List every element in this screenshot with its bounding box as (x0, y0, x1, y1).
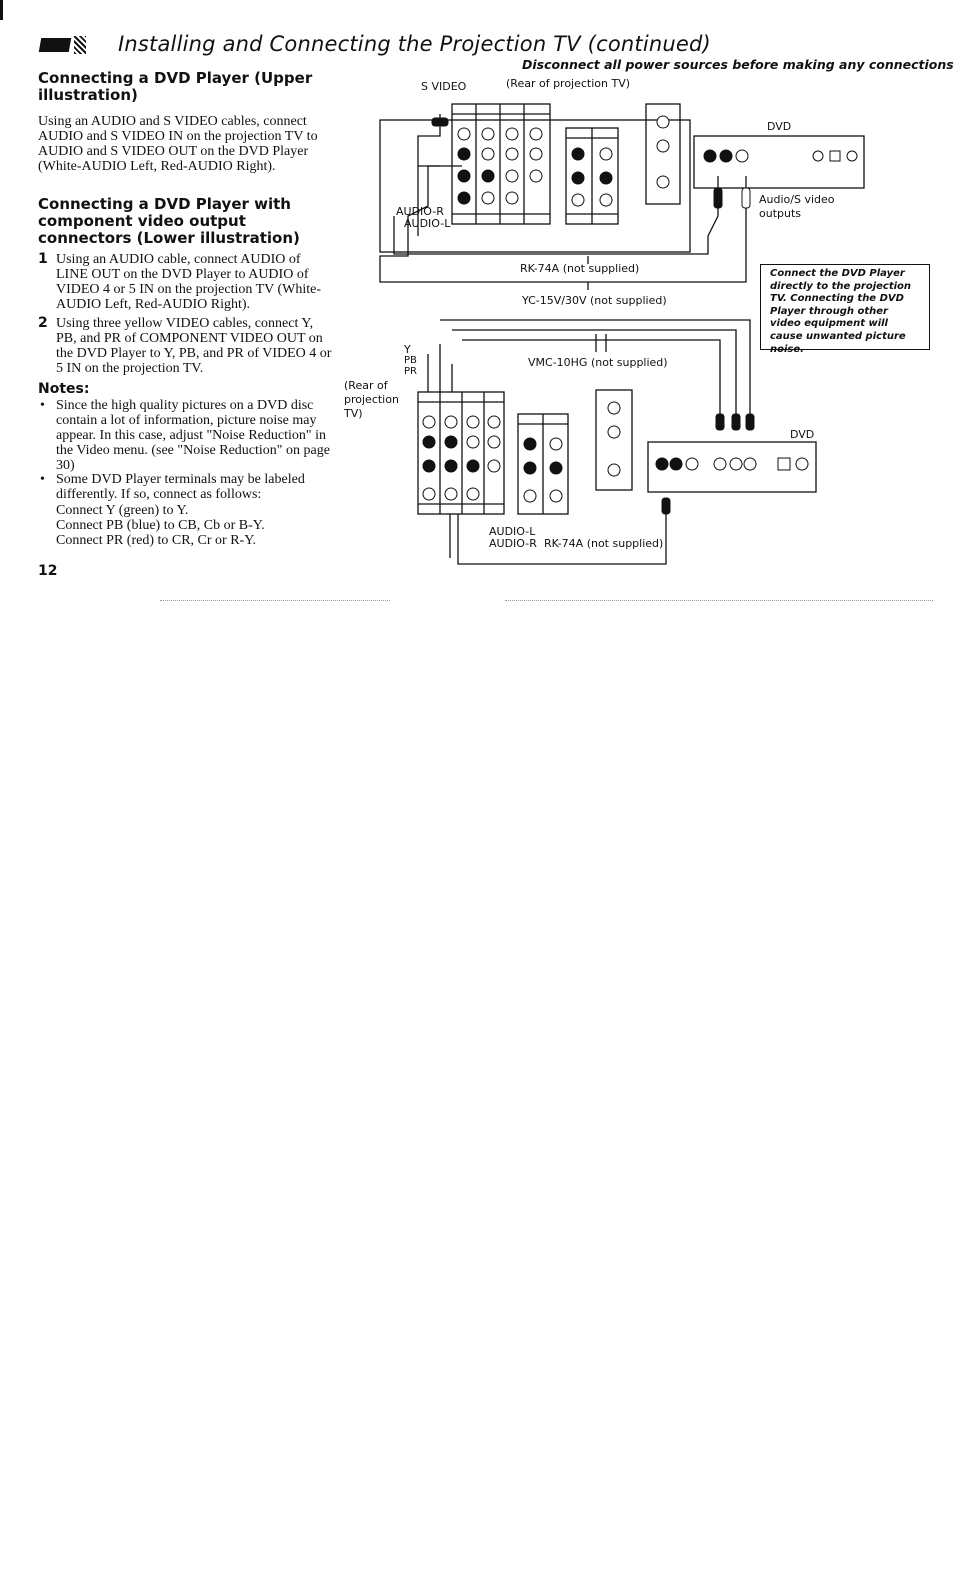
page-edge-mark (0, 0, 3, 20)
upper-section-heading: Connecting a DVD Player (Upper illustrat… (38, 69, 313, 104)
aux-panel (595, 389, 633, 491)
dvd-label: DVD (790, 428, 815, 441)
step-item: 2 Using three yellow VIDEO cables, conne… (38, 315, 333, 377)
pr-label: PR (404, 366, 417, 377)
audio-r-label: AUDIO-R (489, 537, 537, 550)
upper-section-body: Using an AUDIO and S VIDEO cables, conne… (38, 114, 318, 174)
note-item: • Some DVD Player terminals may be label… (38, 472, 333, 502)
scan-artifact-line (505, 600, 933, 602)
step-number: 1 (38, 251, 48, 267)
lower-connection-diagram (417, 319, 817, 565)
svideo-plug-icon (431, 117, 449, 127)
dvd-player-box (693, 135, 865, 189)
cable-plug-icon (713, 187, 723, 209)
yc15v-label: YC-15V/30V (not supplied) (522, 294, 667, 307)
audio-l-label: AUDIO-L (404, 217, 451, 230)
note-text: Since the high quality pictures on a DVD… (56, 398, 330, 473)
page-title: Installing and Connecting the Projection… (118, 32, 711, 56)
audio-r-label: AUDIO-R (396, 205, 444, 218)
rk74a-label: RK-74A (not supplied) (544, 537, 664, 550)
terminal-mapping: Connect PB (blue) to CB, Cb or B-Y. (56, 518, 265, 533)
terminal-mapping: Connect PR (red) to CR, Cr or R-Y. (56, 533, 257, 548)
lower-section-heading: Connecting a DVD Player with component v… (38, 195, 300, 247)
vmc-label: VMC-10HG (not supplied) (528, 356, 668, 369)
page-number: 12 (38, 563, 58, 579)
terminal-mapping: Connect Y (green) to Y. (56, 503, 189, 518)
input-panel (451, 103, 551, 225)
step-number: 2 (38, 315, 48, 331)
tv-rear-panel (379, 119, 691, 253)
dvd-label: DVD (767, 120, 792, 133)
step-item: 1 Using an AUDIO cable, connect AUDIO of… (38, 251, 333, 313)
callout-box (760, 264, 930, 350)
dvd-player-box (647, 441, 817, 493)
audio-l-label: AUDIO-L (489, 525, 536, 538)
power-warning: Disconnect all power sources before maki… (522, 57, 954, 72)
input-panel (417, 391, 505, 515)
rear-tv-label: (Rear of projection TV) (344, 379, 399, 420)
callout-text: Connect the DVD Player directly to the p… (770, 268, 912, 355)
step-text: Using an AUDIO cable, connect AUDIO of L… (56, 252, 322, 312)
section-marker-icon (38, 36, 86, 54)
note-text: Some DVD Player terminals may be labeled… (56, 472, 305, 502)
svideo-label: S VIDEO (421, 80, 467, 93)
rear-tv-label: (Rear of projection TV) (506, 77, 631, 90)
aux-panel (645, 103, 681, 205)
cable-plug-icon (715, 413, 725, 431)
rk74a-label: RK-74A (not supplied) (520, 262, 640, 275)
notes-heading: Notes: (38, 381, 90, 397)
scan-artifact-line (160, 600, 390, 602)
upper-connection-diagram (379, 103, 865, 290)
bullet-icon: • (40, 398, 45, 413)
note-item: • Since the high quality pictures on a D… (38, 398, 333, 473)
bullet-icon: • (40, 472, 45, 487)
step-text: Using three yellow VIDEO cables, connect… (56, 316, 332, 376)
y-label: Y (404, 343, 411, 356)
outputs-label: Audio/S video outputs (759, 193, 835, 220)
pb-label: PB (404, 355, 417, 366)
